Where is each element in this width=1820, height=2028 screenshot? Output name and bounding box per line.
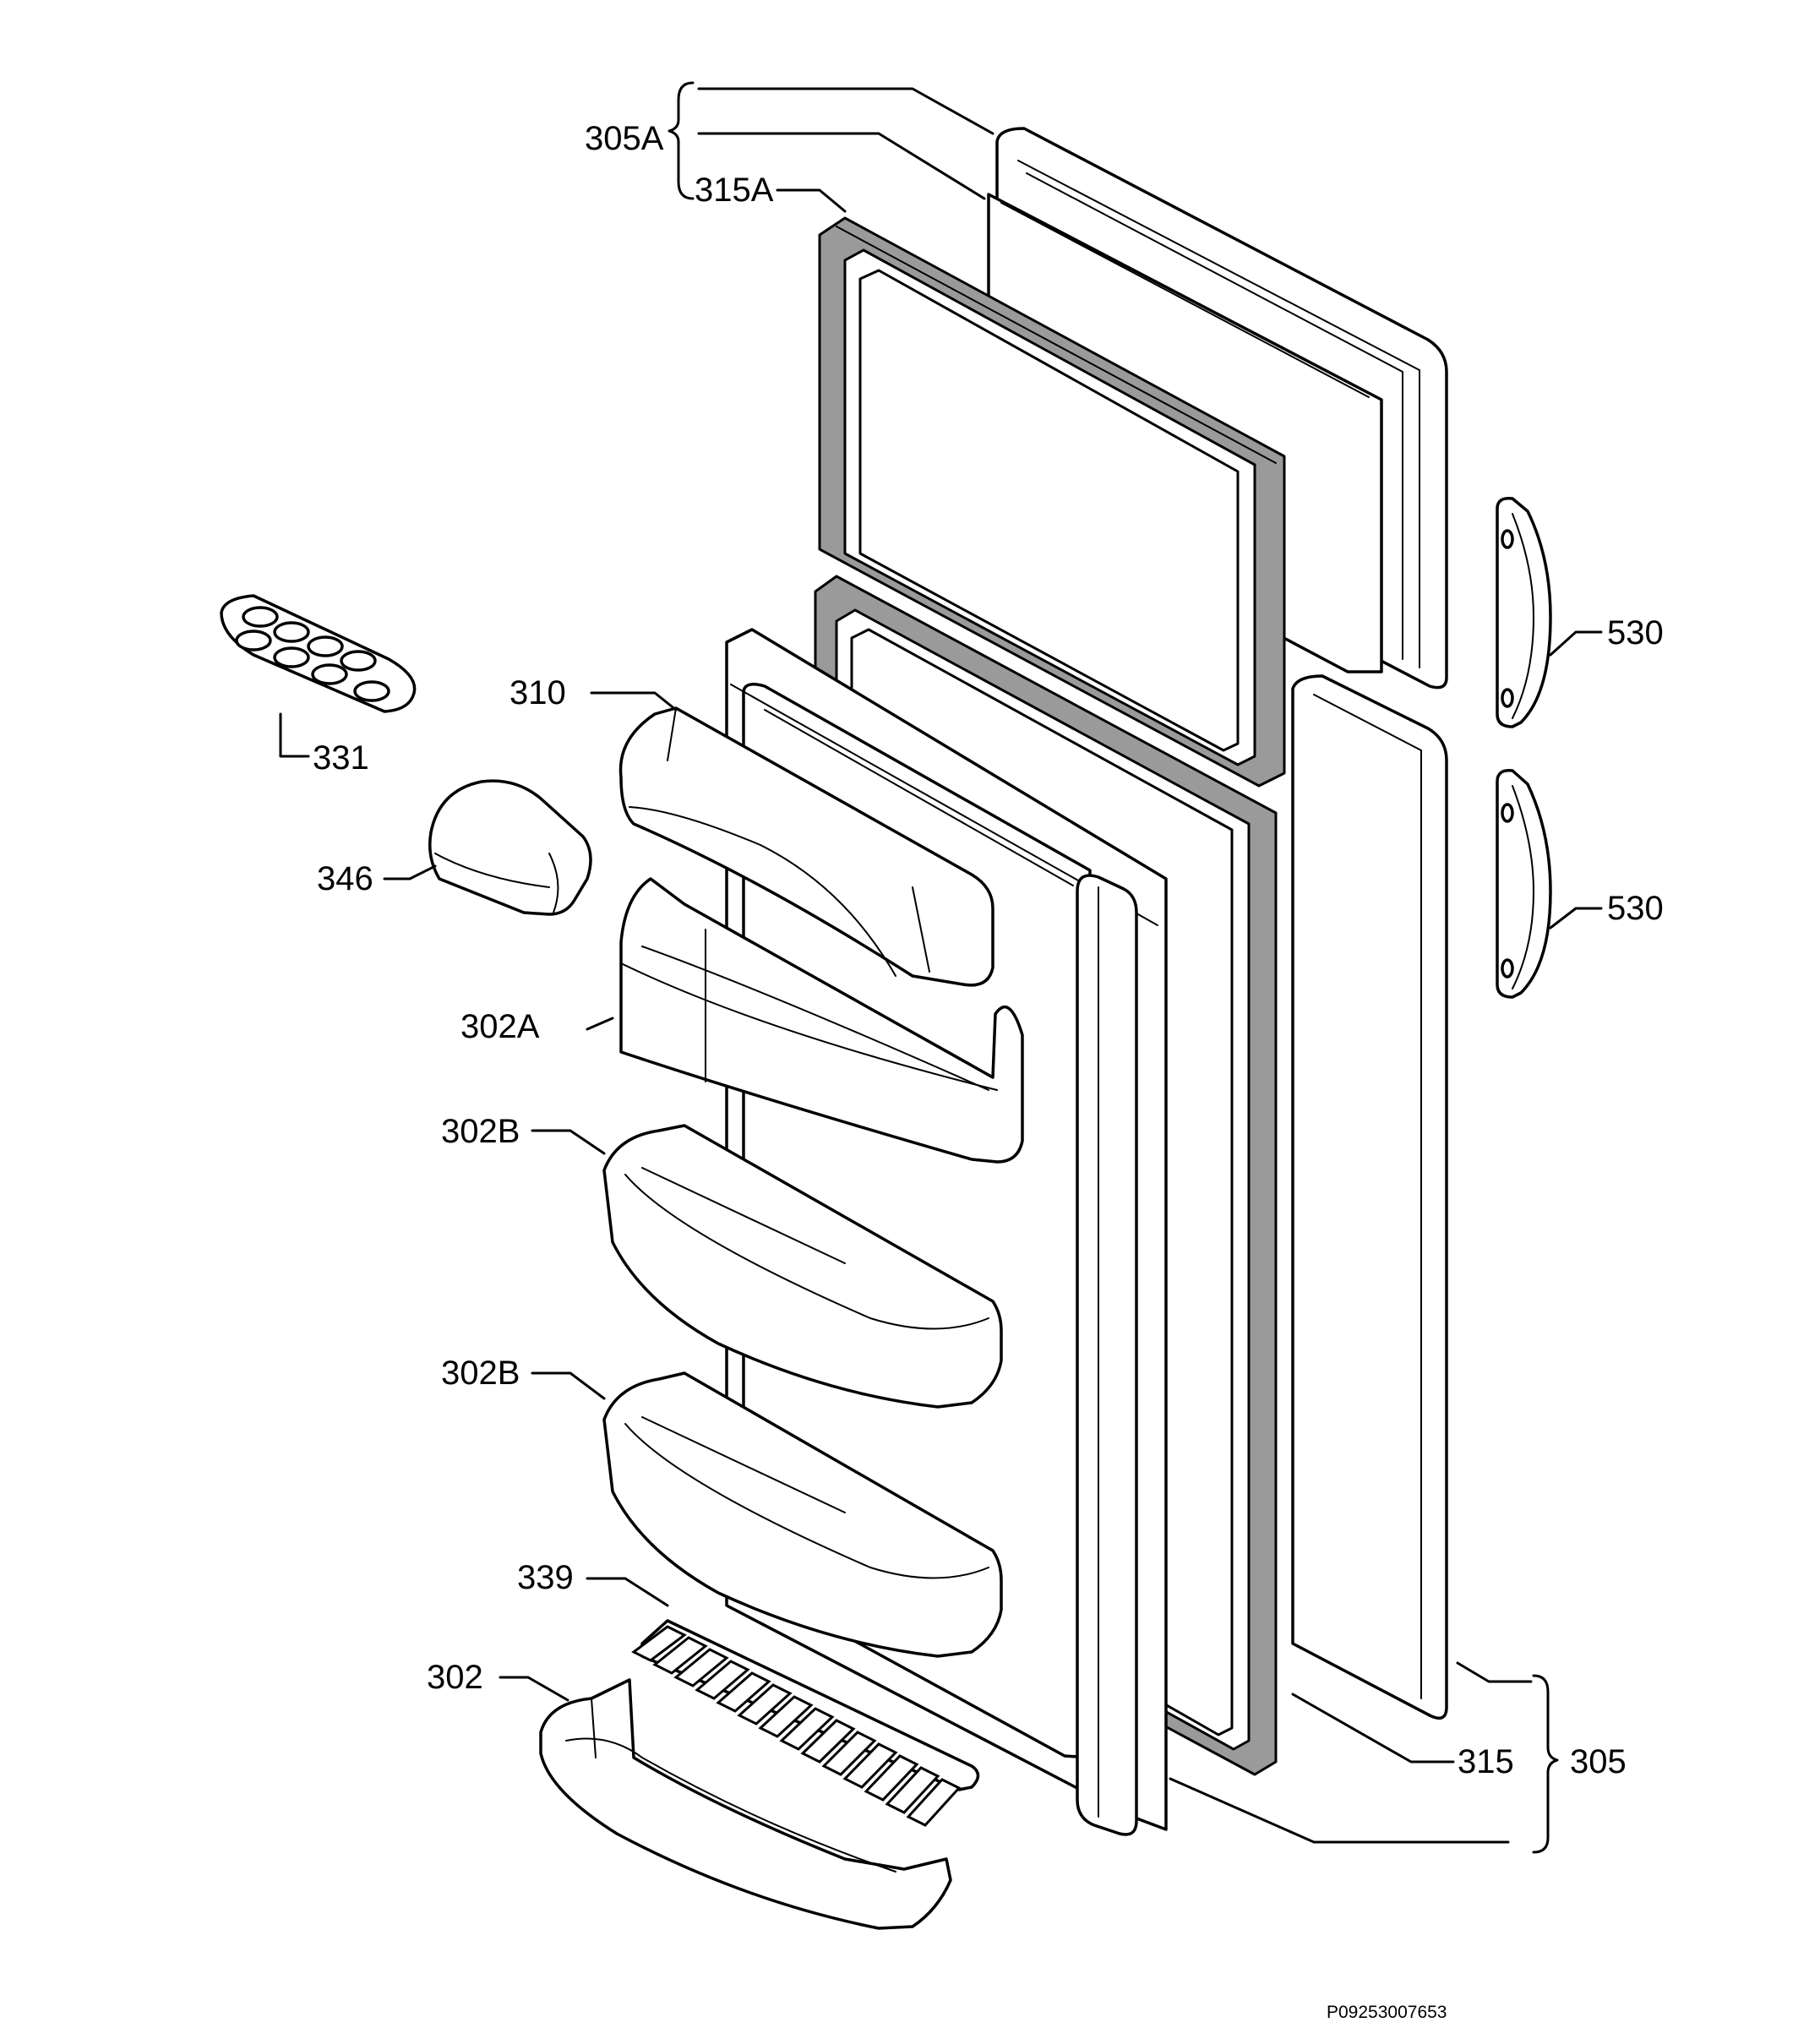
leader-lines — [279, 81, 1603, 1854]
callout-339: 339 — [517, 1559, 574, 1596]
door-handle-530-lower — [1496, 769, 1552, 999]
fridge-door-305 — [1291, 674, 1448, 1720]
bottle-rack-339 — [631, 1619, 980, 1827]
door-shelf-302-bottom — [539, 1678, 952, 1930]
callout-315a: 315A — [695, 172, 774, 209]
callout-331: 331 — [313, 739, 369, 777]
callout-305: 305 — [1570, 1743, 1627, 1780]
door-handle-530-upper — [1496, 497, 1552, 728]
callout-302b-upper: 302B — [441, 1113, 520, 1150]
callout-labels: 305A 315A 310 331 346 302A 302B 302B 339… — [313, 120, 1664, 2022]
rack-ribs — [631, 1625, 962, 1827]
callout-530-upper: 530 — [1607, 614, 1664, 651]
callout-530-lower: 530 — [1607, 890, 1664, 927]
callout-346: 346 — [317, 860, 373, 897]
callout-315: 315 — [1458, 1743, 1514, 1780]
butter-dish-346 — [428, 779, 592, 916]
callout-302a: 302A — [460, 1008, 540, 1045]
dairy-compartment-310 — [618, 706, 994, 987]
callout-305a: 305A — [585, 120, 664, 157]
callout-302: 302 — [427, 1659, 483, 1696]
door-shelf-302b-upper — [602, 1124, 1003, 1409]
callout-310: 310 — [509, 674, 566, 711]
door-shelf-302b-lower — [602, 1371, 1003, 1658]
document-number: P09253007653 — [1327, 2003, 1447, 2022]
door-shelf-302a — [619, 877, 1024, 1164]
egg-tray-331 — [220, 594, 417, 713]
freezer-gasket-315a — [818, 216, 1286, 788]
callout-302b-lower: 302B — [441, 1355, 520, 1392]
